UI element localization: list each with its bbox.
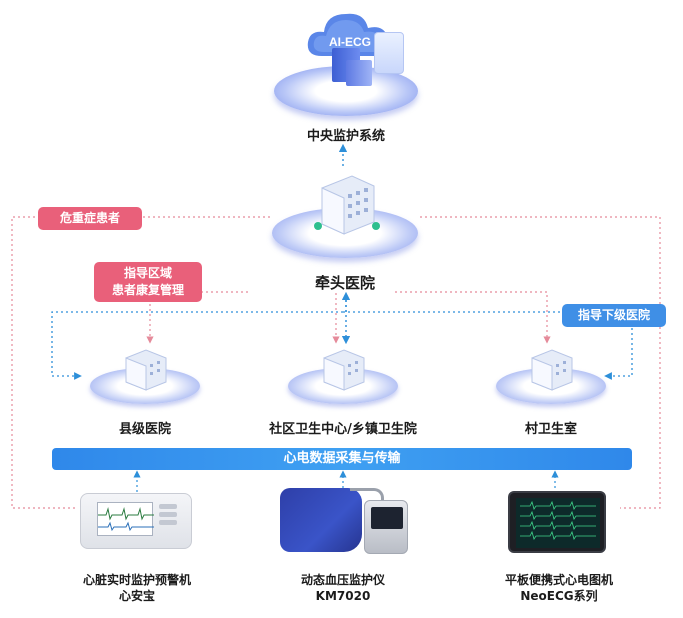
village-node — [496, 344, 606, 406]
county-node — [90, 344, 200, 406]
critical-patient-tag: 危重症患者 — [38, 207, 142, 230]
device-bp-monitor — [280, 486, 410, 554]
bp-tube — [350, 488, 384, 502]
device3-label: 平板便携式心电图机 NeoECG系列 — [474, 572, 644, 604]
village-building-icon — [531, 349, 573, 391]
device2-label: 动态血压监护仪 KM7020 — [263, 572, 423, 604]
device3-model: NeoECG系列 — [520, 589, 598, 603]
guide-region-line1: 指导区域 — [123, 266, 172, 280]
guide-lower-tag: 指导下级医院 — [562, 304, 666, 327]
village-label: 村卫生室 — [524, 422, 577, 437]
heart-monitor-screen — [97, 502, 154, 536]
device2-name: 动态血压监护仪 — [300, 573, 385, 587]
community-building-icon — [323, 349, 365, 391]
data-transfer-bar: 心电数据采集与传输 — [52, 448, 632, 470]
device3-name: 平板便携式心电图机 — [504, 573, 613, 587]
device-tablet-ecg — [508, 491, 606, 553]
guide-region-line2: 患者康复管理 — [111, 283, 184, 297]
guide-pink-right — [395, 291, 551, 344]
community-label: 社区卫生中心/乡镇卫生院 — [269, 422, 417, 437]
cloud-icon: AI-ECG — [307, 13, 390, 56]
device1-name: 心脏实时监护预警机 — [82, 573, 191, 587]
device2-model: KM7020 — [315, 589, 371, 603]
bp-cuff — [280, 488, 362, 552]
hospital-label: 牵头医院 — [314, 274, 375, 292]
hospital-building-icon — [314, 175, 380, 235]
device1-label: 心脏实时监护预警机 心安宝 — [52, 572, 222, 604]
server-icon-2 — [346, 60, 372, 86]
tablet-ecg-screen — [516, 498, 600, 548]
county-label: 县级医院 — [118, 422, 171, 437]
central-label: 中央监护系统 — [306, 129, 385, 144]
device-heart-monitor — [80, 493, 192, 549]
hospital-node — [270, 168, 420, 260]
central-node: AI-ECG — [262, 8, 430, 120]
community-node — [288, 344, 398, 406]
screen-icon — [374, 32, 404, 74]
bp-device — [364, 500, 408, 554]
county-building-icon — [125, 349, 167, 391]
cloud-text: AI-ECG — [329, 35, 371, 49]
ecg-wave-icon — [98, 507, 154, 532]
guide-region-tag: 指导区域 患者康复管理 — [94, 262, 202, 302]
heart-monitor-buttons — [159, 504, 181, 534]
device1-model: 心安宝 — [118, 589, 155, 603]
